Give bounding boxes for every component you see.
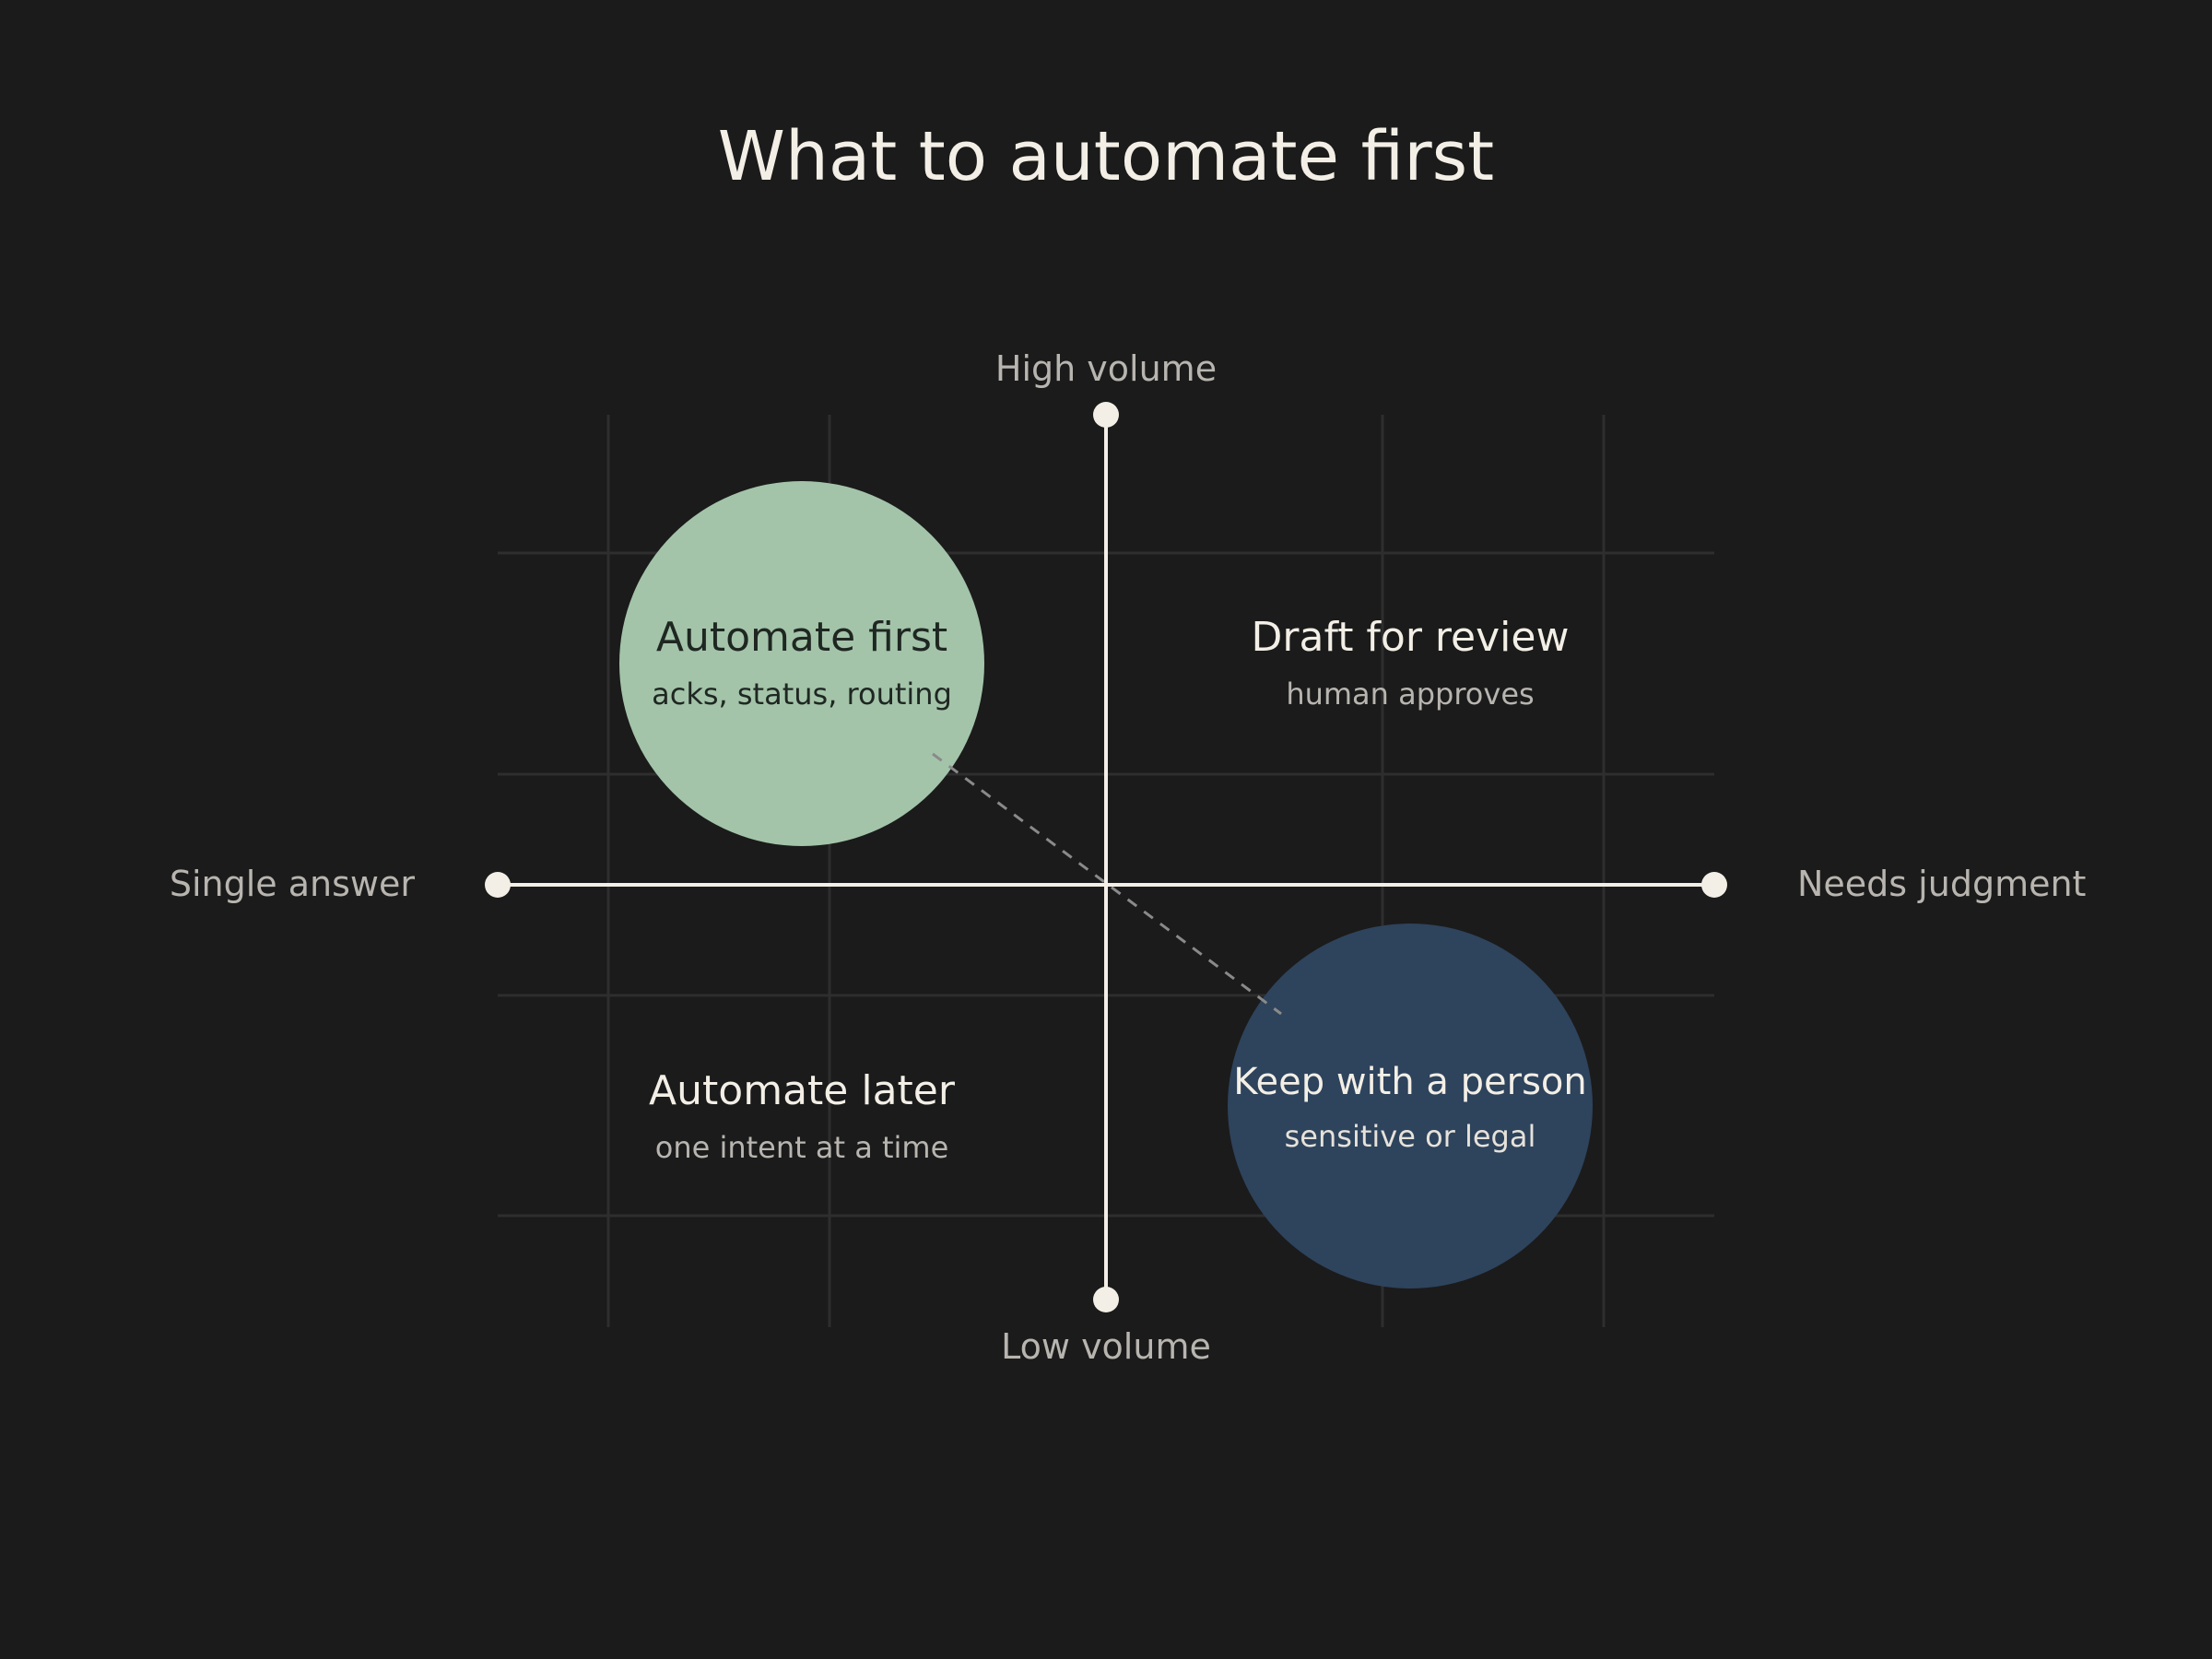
quadrant-bottom-right-title: Keep with a person (1233, 1061, 1586, 1103)
axis-endpoint-left (485, 872, 511, 898)
axis-endpoints (485, 402, 1727, 1312)
axis-label-right: Needs judgment (1797, 864, 2086, 904)
axis-label-top: High volume (995, 348, 1217, 389)
axes (498, 415, 1714, 1300)
axis-endpoint-bottom (1093, 1287, 1119, 1312)
automate-first-circle (619, 481, 984, 846)
axis-endpoint-top (1093, 402, 1119, 428)
quadrant-top-right-subtitle: human approves (1286, 677, 1534, 712)
quadrant-bottom-left-subtitle: one intent at a time (655, 1130, 949, 1165)
keep-with-person-circle (1228, 924, 1593, 1288)
axis-endpoint-right (1701, 872, 1727, 898)
quadrant-top-left-title: Automate first (656, 614, 947, 661)
axis-label-left: Single answer (170, 864, 416, 904)
axis-label-bottom: Low volume (1001, 1326, 1211, 1367)
quadrant-bottom-right-subtitle: sensitive or legal (1285, 1119, 1536, 1154)
diagram-title: What to automate first (718, 117, 1494, 196)
quadrant-top-left-subtitle: acks, status, routing (652, 677, 952, 712)
quadrant-bottom-left-title: Automate later (649, 1067, 956, 1114)
quadrant-top-right-title: Draft for review (1252, 614, 1570, 661)
